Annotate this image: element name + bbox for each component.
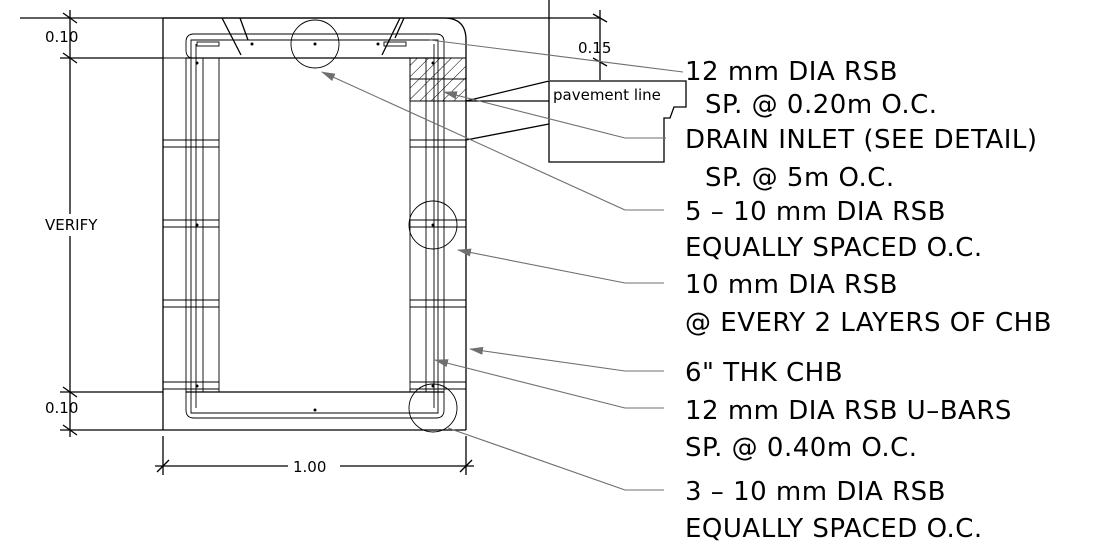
note-7-line1: 3 – 10 mm DIA RSB: [685, 477, 946, 507]
note-6-line2: SP. @ 0.40m O.C.: [685, 433, 918, 463]
note-1-line1: 12 mm DIA RSB: [685, 57, 898, 87]
canal-outer-section: [162, 17, 467, 431]
note-7-line2: EQUALLY SPACED O.C.: [685, 514, 983, 544]
leader-lines: [321, 39, 684, 491]
note-2-line2: SP. @ 5m O.C.: [705, 163, 895, 193]
note-5-line1: 6" THK CHB: [685, 358, 843, 388]
annotation-notes: 12 mm DIA RSB SP. @ 0.20m O.C. DRAIN INL…: [685, 57, 1052, 544]
note-4-line2: @ EVERY 2 LAYERS OF CHB: [685, 308, 1052, 338]
note-4-line1: 10 mm DIA RSB: [685, 270, 898, 300]
drain-inlet-opening: [196, 17, 407, 56]
dim-cover-label: 0.15: [578, 39, 611, 57]
rebar-outline: [185, 33, 445, 419]
detail-circle-corner: [408, 383, 458, 433]
dim-height-label: VERIFY: [45, 216, 98, 234]
note-2-line1: DRAIN INLET (SEE DETAIL): [685, 125, 1038, 155]
note-6-line1: 12 mm DIA RSB U–BARS: [685, 396, 1012, 426]
dim-cover: [548, 0, 608, 80]
pavement-line-label: pavement line: [553, 86, 661, 104]
note-3-line1: 5 – 10 mm DIA RSB: [685, 197, 946, 227]
detail-circle-top: [290, 19, 340, 69]
detail-circle-wall: [408, 200, 458, 250]
dim-top-slab-label: 0.10: [45, 28, 78, 46]
left-chb-wall: [163, 57, 220, 392]
pavement-hatch: [409, 57, 467, 102]
note-3-line2: EQUALLY SPACED O.C.: [685, 233, 983, 263]
dim-bottom-slab-label: 0.10: [45, 399, 78, 417]
dim-width-label: 1.00: [293, 458, 326, 476]
note-1-line2: SP. @ 0.20m O.C.: [705, 90, 938, 120]
right-chb-wall: [313, 58, 466, 412]
